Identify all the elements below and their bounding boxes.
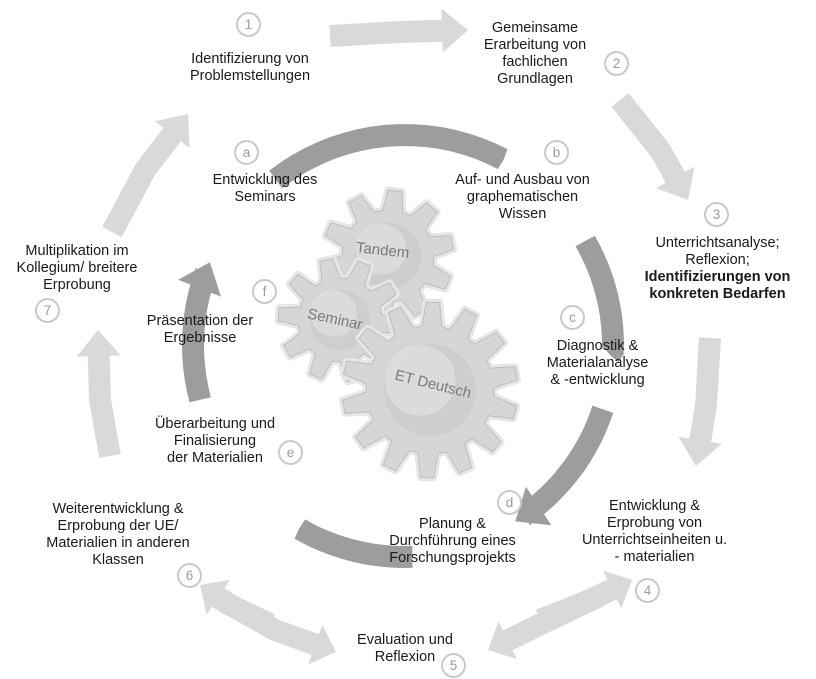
outer-arrow-3-4 <box>678 337 722 466</box>
outer-arrow-to-5 <box>488 586 605 660</box>
outer-arrow-2-3 <box>611 93 695 200</box>
outer-arrow-6-7 <box>76 330 121 458</box>
step-1-badge: 1 <box>236 12 261 37</box>
step-2-badge: 2 <box>604 51 629 76</box>
gear-cluster <box>274 186 521 482</box>
step-f-badge: f <box>252 279 277 304</box>
step-6-badge: 6 <box>177 563 202 588</box>
step-c-label: Diagnostik &Materialanalyse& -entwicklun… <box>546 338 649 388</box>
inner-cycle-arrows <box>178 124 624 568</box>
step-3-badge: 3 <box>704 202 729 227</box>
outer-arrow-7-1 <box>102 114 190 238</box>
step-e-badge: e <box>278 440 303 465</box>
step-c-badge: c <box>560 305 585 330</box>
inner-arrow-a-b <box>269 124 508 189</box>
step-6-label: Weiterentwicklung &Erprobung der UE/Mate… <box>46 501 190 568</box>
outer-arrow-to-5b <box>209 586 336 665</box>
step-a-badge: a <box>234 140 259 165</box>
inner-arrow-d-e <box>294 519 413 568</box>
step-5-badge: 5 <box>441 653 466 678</box>
step-4-badge: 4 <box>635 578 660 603</box>
step-b-badge: b <box>544 140 569 165</box>
step-7-badge: 7 <box>35 298 60 323</box>
outer-arrow-1-2 <box>329 8 468 53</box>
step-3-label: Unterrichtsanalyse;Reflexion; Identifizi… <box>644 235 791 302</box>
gear-et-deutsch <box>339 298 521 482</box>
outer-cycle-arrows <box>76 8 722 665</box>
step-d-badge: d <box>497 490 522 515</box>
inner-arrow-e-f <box>178 262 221 403</box>
inner-arrow-c-d <box>515 405 614 526</box>
inner-arrow-b-c <box>575 235 624 363</box>
